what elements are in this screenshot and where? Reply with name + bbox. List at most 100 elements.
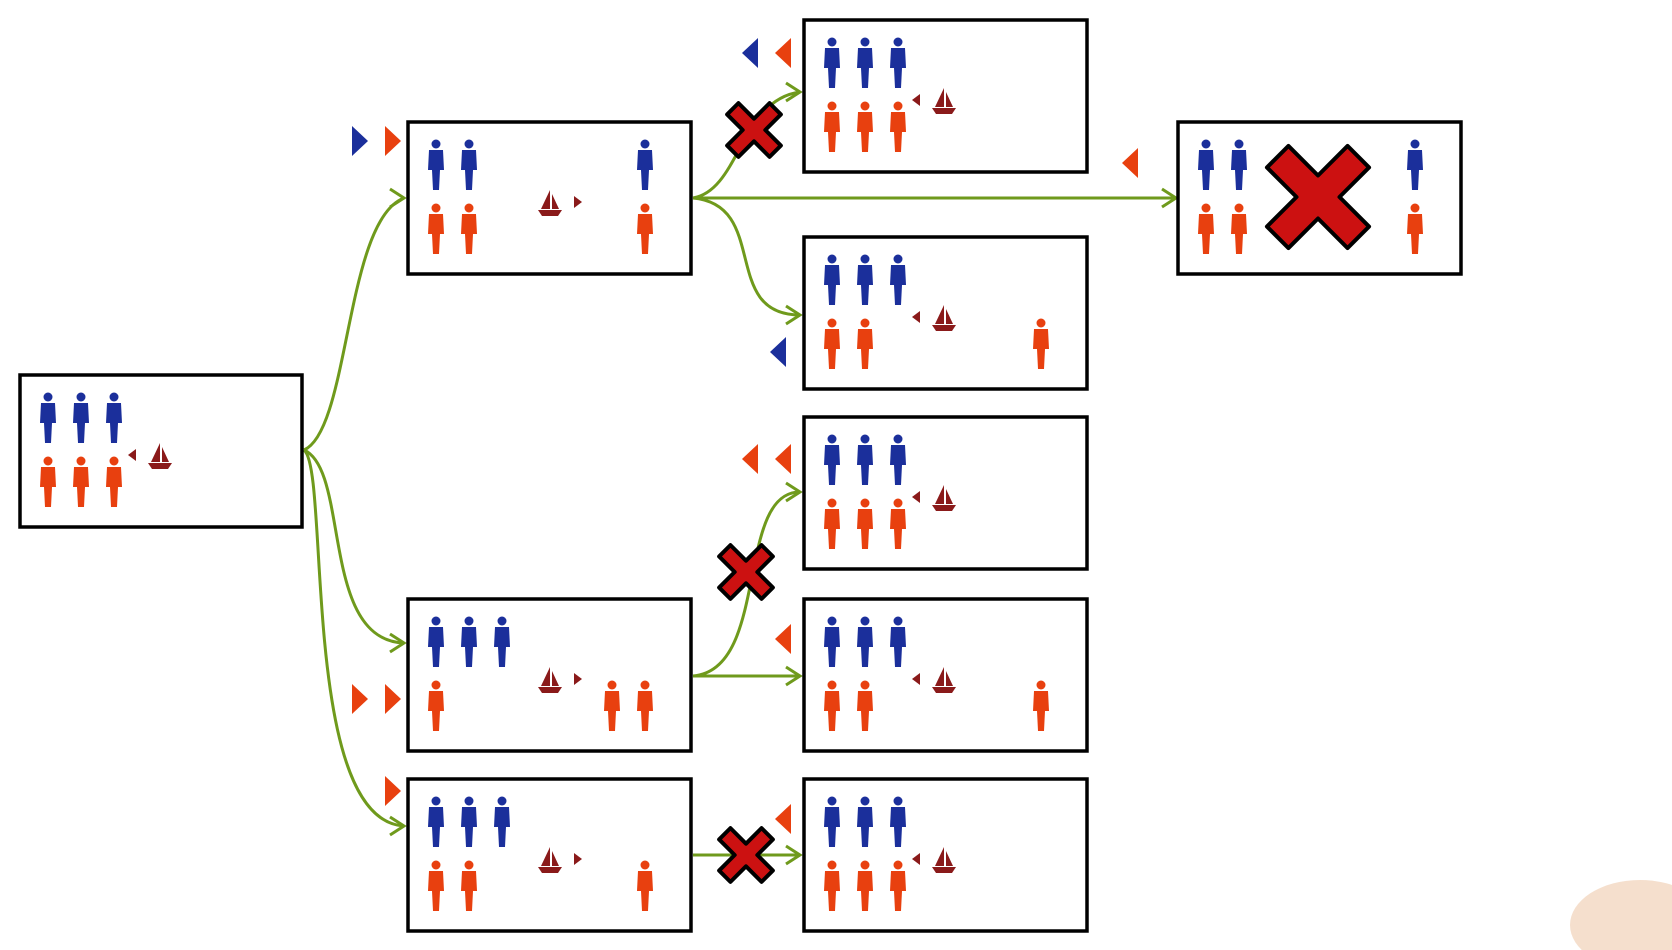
move-triangle-icon: [775, 804, 791, 834]
missionary-icon: [494, 796, 510, 847]
missionary-icon: [857, 37, 873, 88]
cannibal-icon: [857, 860, 873, 911]
cannibal-icon: [461, 203, 477, 254]
missionary-icon: [890, 37, 906, 88]
cannibal-icon: [73, 456, 89, 507]
move-triangle-icon: [385, 126, 401, 156]
cross-icon: [725, 101, 783, 159]
boat-direction-icon: [912, 94, 920, 106]
cannibal-icon: [1033, 318, 1049, 369]
boat-direction-icon: [574, 673, 582, 685]
cannibal-icon: [890, 860, 906, 911]
state-d2-d: [802, 415, 1089, 571]
boat-direction-icon: [912, 853, 920, 865]
arrowhead: [785, 481, 803, 503]
missionary-icon: [857, 796, 873, 847]
missionary-icon: [824, 37, 840, 88]
missionary-icon: [890, 796, 906, 847]
boat-icon: [538, 847, 582, 873]
finger-blur: [1570, 880, 1672, 950]
missionary-icon: [428, 616, 444, 667]
missionary-icon: [857, 254, 873, 305]
missionary-icon: [824, 616, 840, 667]
cannibal-icon: [824, 101, 840, 152]
cannibal-icon: [857, 318, 873, 369]
missionary-icon: [40, 392, 56, 443]
missionary-icon: [857, 616, 873, 667]
cannibal-icon: [824, 498, 840, 549]
boat-icon: [912, 305, 956, 331]
missionary-icon: [106, 392, 122, 443]
boat-icon: [128, 443, 172, 469]
missionary-icon: [461, 139, 477, 190]
boat-direction-icon: [912, 491, 920, 503]
move-triangle-icon: [385, 684, 401, 714]
state-d2-f: [802, 777, 1089, 933]
state-d2-e: [802, 597, 1089, 753]
move-triangle-icon: [775, 444, 791, 474]
invalid-marks-layer: [717, 101, 1372, 884]
missionary-icon: [824, 434, 840, 485]
arrowhead: [785, 81, 803, 103]
missionary-icon: [428, 796, 444, 847]
boat-icon: [912, 485, 956, 511]
cannibal-icon: [824, 318, 840, 369]
missionary-icon: [461, 616, 477, 667]
boat-icon: [912, 847, 956, 873]
cannibal-icon: [857, 498, 873, 549]
boat-direction-icon: [912, 311, 920, 323]
missionary-icon: [428, 139, 444, 190]
cannibal-icon: [890, 498, 906, 549]
arrowhead: [389, 632, 407, 654]
cannibal-icon: [1033, 680, 1049, 731]
state-d2-a: [802, 18, 1089, 174]
arrowhead: [785, 844, 803, 866]
cannibal-icon: [824, 860, 840, 911]
state-start: [18, 373, 304, 529]
cannibal-icon: [857, 680, 873, 731]
cannibal-icon: [890, 101, 906, 152]
cannibal-icon: [428, 680, 444, 731]
move-triangle-icon: [385, 776, 401, 806]
missionary-icon: [824, 254, 840, 305]
cannibal-icon: [857, 101, 873, 152]
state-d1-top: [406, 120, 693, 276]
cannibal-icon: [604, 680, 620, 731]
move-triangle-icon: [742, 444, 758, 474]
cannibal-icon: [106, 456, 122, 507]
move-triangle-icon: [770, 337, 786, 367]
boat-direction-icon: [574, 196, 582, 208]
arrowhead: [389, 187, 407, 209]
cannibal-icon: [637, 680, 653, 731]
boat-icon: [538, 667, 582, 693]
cross-icon: [717, 826, 775, 884]
missionary-icon: [461, 796, 477, 847]
boat-direction-icon: [574, 853, 582, 865]
cannibal-icon: [428, 203, 444, 254]
missionary-icon: [824, 796, 840, 847]
cannibal-icon: [428, 860, 444, 911]
boat-icon: [538, 190, 582, 216]
move-triangle-icon: [775, 624, 791, 654]
move-triangle-icon: [775, 38, 791, 68]
state-d2-c: [802, 235, 1089, 391]
missionary-icon: [890, 254, 906, 305]
edge-d1-top-to-d2-c: [692, 196, 801, 317]
edge-start-to-d1-top: [303, 196, 405, 452]
cannibal-icon: [40, 456, 56, 507]
missionary-icon: [890, 434, 906, 485]
move-triangle-icon: [742, 38, 758, 68]
missionary-icon: [890, 616, 906, 667]
missionary-icon: [1407, 139, 1423, 190]
arrowhead: [785, 665, 803, 687]
cannibal-icon: [637, 203, 653, 254]
cannibal-icon: [1407, 203, 1423, 254]
move-triangle-icon: [1122, 148, 1138, 178]
edge-start-to-d1-mid: [303, 448, 405, 645]
missionary-icon: [73, 392, 89, 443]
arrowhead: [785, 304, 803, 326]
cannibal-icon: [824, 680, 840, 731]
cross-icon: [717, 543, 775, 601]
boat-direction-icon: [128, 449, 136, 461]
